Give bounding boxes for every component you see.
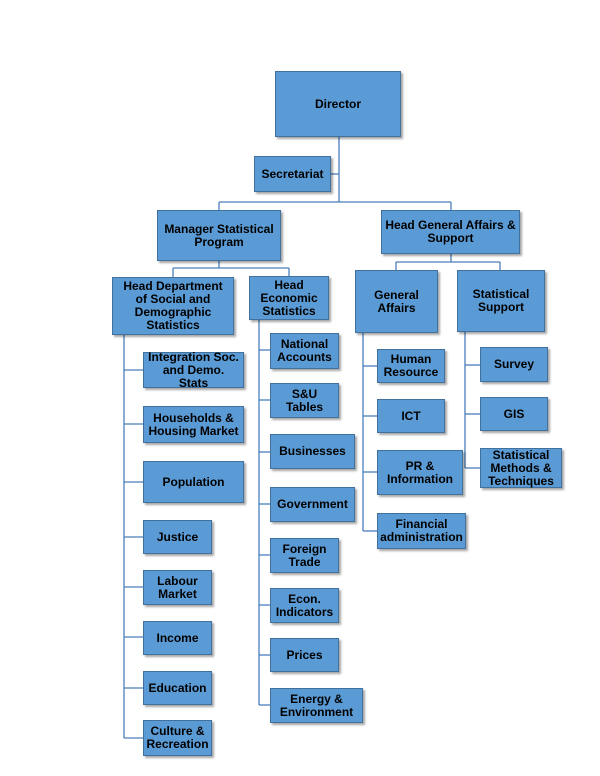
general-affairs-unit-label: Human Resource <box>383 352 439 379</box>
statistical-support-unit-box: Statistical Methods & Techniques <box>480 448 562 488</box>
economic-unit-label: Businesses <box>279 444 346 458</box>
head-social-demographic-label: Head Department of Social and Demographi… <box>123 279 223 332</box>
secretariat-box: Secretariat <box>254 156 331 192</box>
statistical-support-box: Statistical Support <box>457 270 545 332</box>
statistical-support-unit-box: Survey <box>480 347 548 382</box>
social-unit-box: Culture & Recreation <box>143 720 212 756</box>
general-affairs-unit-label: PR & Information <box>387 458 453 486</box>
social-unit-label: Households & Housing Market <box>148 410 239 438</box>
general-affairs-unit-box: PR & Information <box>377 450 463 495</box>
social-unit-box: Income <box>143 621 212 655</box>
economic-unit-label: Econ. Indicators <box>275 591 334 619</box>
general-affairs-unit-box: Financial administration <box>377 513 466 549</box>
head-general-affairs-support-box: Head General Affairs & Support <box>381 210 520 254</box>
social-unit-label: Integration Soc. and Demo. Stats <box>148 349 239 390</box>
economic-unit-box: Energy & Environment <box>270 688 363 723</box>
manager-statistical-program-label: Manager Statistical Program <box>164 221 274 249</box>
economic-unit-box: Econ. Indicators <box>270 588 339 623</box>
head-economic-box: Head Economic Statistics <box>249 276 329 320</box>
economic-unit-label: Energy & Environment <box>279 691 354 719</box>
economic-unit-box: Government <box>270 487 355 522</box>
social-unit-box: Education <box>143 671 212 705</box>
statistical-support-unit-label: GIS <box>503 406 525 421</box>
economic-unit-label: Prices <box>286 647 323 662</box>
social-unit-label: Labour Market <box>157 573 198 601</box>
head-general-affairs-support-label: Head General Affairs & Support <box>385 218 516 245</box>
director-label: Director <box>314 96 361 111</box>
general-affairs-box: General Affairs <box>355 270 438 333</box>
manager-statistical-program-box: Manager Statistical Program <box>157 210 281 261</box>
social-unit-label: Population <box>162 474 225 489</box>
economic-unit-box: S&U Tables <box>270 383 339 418</box>
social-unit-label: Income <box>156 630 199 645</box>
general-affairs-unit-label: Financial administration <box>380 517 463 544</box>
social-unit-label: Justice <box>156 529 199 544</box>
economic-unit-box: National Accounts <box>270 333 339 369</box>
statistical-support-unit-box: GIS <box>480 397 548 431</box>
statistical-support-label: Statistical Support <box>472 287 530 314</box>
head-economic-label: Head Economic Statistics <box>260 277 318 318</box>
economic-unit-label: S&U Tables <box>285 386 324 414</box>
social-unit-box: Integration Soc. and Demo. Stats <box>143 349 244 390</box>
general-affairs-label: General Affairs <box>374 287 419 315</box>
social-unit-label: Education <box>148 680 207 695</box>
economic-unit-box: Foreign Trade <box>270 538 339 573</box>
economic-unit-label: National Accounts <box>277 337 332 364</box>
statistical-support-unit-label: Survey <box>493 357 535 371</box>
secretariat-label: Secretariat <box>261 166 324 181</box>
social-unit-box: Population <box>143 461 244 503</box>
economic-unit-box: Businesses <box>270 434 355 469</box>
head-social-demographic-box: Head Department of Social and Demographi… <box>112 277 234 335</box>
general-affairs-unit-label: ICT <box>401 408 421 423</box>
general-affairs-unit-box: ICT <box>377 399 445 433</box>
economic-unit-label: Foreign Trade <box>282 541 327 569</box>
director-box: Director <box>275 71 401 137</box>
social-unit-box: Justice <box>143 520 212 554</box>
general-affairs-unit-box: Human Resource <box>377 349 445 383</box>
social-unit-label: Culture & Recreation <box>146 724 209 751</box>
economic-unit-box: Prices <box>270 638 339 672</box>
statistical-support-unit-label: Statistical Methods & Techniques <box>488 447 554 488</box>
economic-unit-label: Government <box>277 497 348 511</box>
social-unit-box: Households & Housing Market <box>143 406 244 443</box>
social-unit-box: Labour Market <box>143 570 212 605</box>
